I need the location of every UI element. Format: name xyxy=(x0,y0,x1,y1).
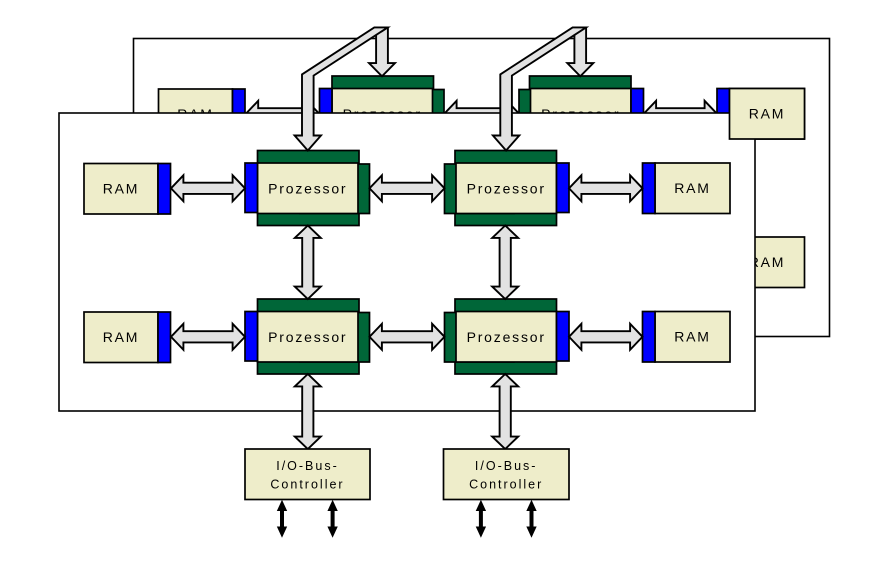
svg-text:Prozessor: Prozessor xyxy=(467,329,546,345)
svg-text:RAM: RAM xyxy=(103,329,140,345)
svg-text:I/O-Bus-: I/O-Bus- xyxy=(475,459,538,473)
svg-text:RAM: RAM xyxy=(674,180,711,196)
svg-text:RAM: RAM xyxy=(749,106,786,122)
svg-text:RAM: RAM xyxy=(103,181,140,197)
svg-text:RAM: RAM xyxy=(749,254,786,270)
svg-text:Prozessor: Prozessor xyxy=(467,181,546,197)
svg-text:I/O-Bus-: I/O-Bus- xyxy=(276,459,339,473)
svg-text:Prozessor: Prozessor xyxy=(268,181,347,197)
svg-text:RAM: RAM xyxy=(674,329,711,345)
svg-text:Controller: Controller xyxy=(270,478,344,492)
svg-text:Controller: Controller xyxy=(469,478,543,492)
svg-text:Prozessor: Prozessor xyxy=(268,329,347,345)
